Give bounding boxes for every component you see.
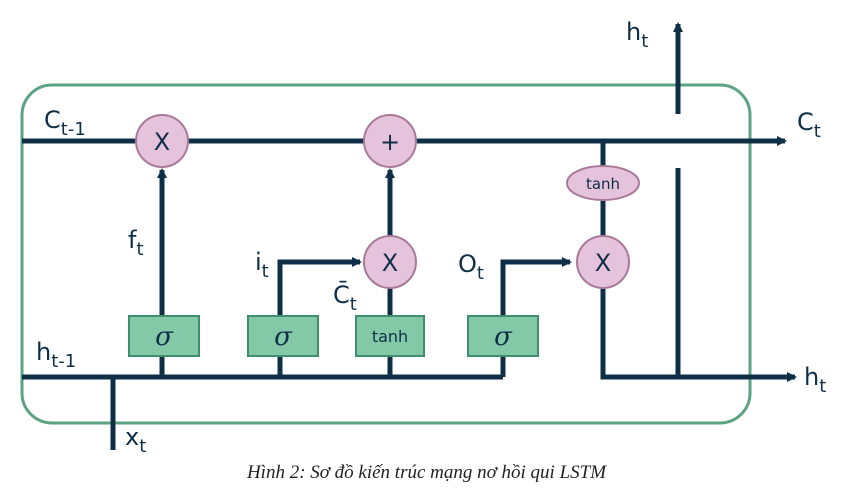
candidate-gate-label: tanh [372,327,408,346]
output-gate: σ [467,315,539,357]
figure-caption: Hình 2: Sơ đồ kiến trúc mạng nơ hồi qui … [246,462,607,483]
x-in-label: xt [125,423,146,457]
forget-mult-label: X [154,128,170,156]
o-label: Ot [458,250,484,284]
hidden-output-line [600,286,797,382]
i-label: it [255,248,269,282]
c-tilde-label: C̄t [333,280,357,315]
output-mult-label: X [595,249,611,277]
c-prev-label: Ct-1 [44,106,86,140]
forget-mult-op: X [135,114,189,168]
input-gate: σ [247,315,319,357]
forget-gate-label: σ [155,322,174,352]
h-out-right-label: ht [804,363,826,397]
cell-tanh-label: tanh [586,175,620,193]
output-gate-label: σ [494,322,513,352]
output-mult-op: X [576,235,630,289]
cell-tanh-op: tanh [566,165,640,201]
h-out-top-label: ht [626,18,648,52]
input-gate-label: σ [274,322,293,352]
add-op: + [363,114,417,168]
h-prev-label: ht-1 [36,338,76,372]
add-label: + [380,128,400,156]
forget-gate: σ [128,315,200,357]
candidate-gate: tanh [355,315,425,357]
f-label: ft [128,226,144,260]
c-out-label: Ct [797,108,821,142]
cell-frame [20,83,752,425]
input-mult-label: X [382,249,398,277]
input-mult-op: X [363,235,417,289]
